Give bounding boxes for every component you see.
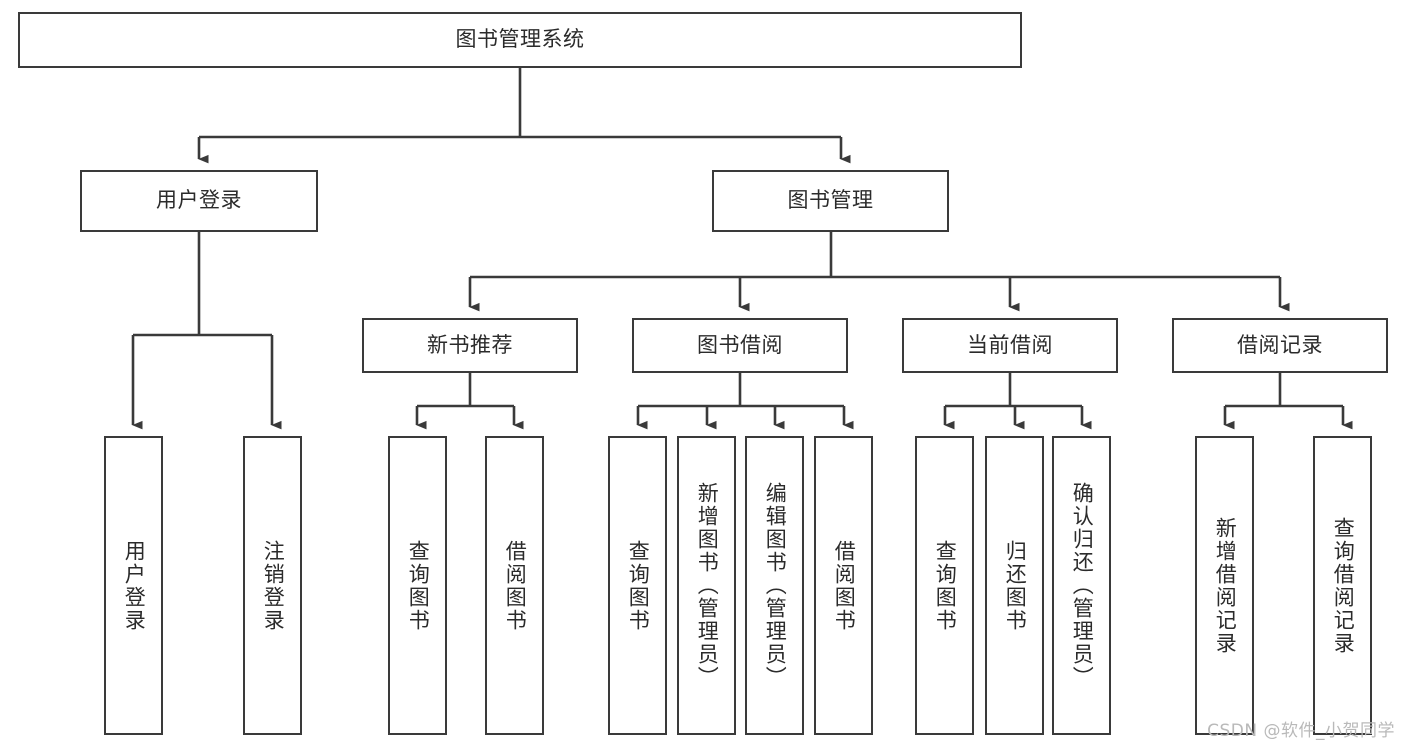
node-label: 当前借阅: [967, 332, 1053, 357]
node-user-login[interactable]: 用户登录: [80, 170, 318, 232]
node-label: 编辑图书（管理员）: [763, 482, 788, 689]
node-label: 借阅记录: [1237, 332, 1323, 357]
node-label: 借阅图书: [503, 539, 528, 632]
node-label: 新书推荐: [427, 332, 513, 357]
leaf-new-book-query-book[interactable]: 查询图书: [388, 436, 447, 735]
node-label: 归还图书: [1003, 539, 1028, 632]
node-label: 用户登录: [122, 539, 147, 632]
node-label: 查询图书: [626, 539, 651, 632]
leaf-book-borrow-query-book[interactable]: 查询图书: [608, 436, 667, 735]
node-label: 图书管理系统: [455, 27, 585, 52]
node-borrowing-record[interactable]: 借阅记录: [1172, 318, 1388, 373]
node-current-borrowing[interactable]: 当前借阅: [902, 318, 1118, 373]
leaf-user-login-logout[interactable]: 注销登录: [243, 436, 302, 735]
node-root-book-management-system[interactable]: 图书管理系统: [18, 12, 1022, 68]
node-label: 新增借阅记录: [1213, 516, 1238, 655]
leaf-current-borrow-confirm-return-admin[interactable]: 确认归还（管理员）: [1052, 436, 1111, 735]
leaf-book-borrow-borrow-book[interactable]: 借阅图书: [814, 436, 873, 735]
leaf-current-borrow-return-book[interactable]: 归还图书: [985, 436, 1044, 735]
leaf-user-login-login[interactable]: 用户登录: [104, 436, 163, 735]
node-label: 图书管理: [787, 188, 874, 213]
node-new-book-recommendation[interactable]: 新书推荐: [362, 318, 578, 373]
leaf-borrow-record-query-record[interactable]: 查询借阅记录: [1313, 436, 1372, 735]
node-label: 用户登录: [156, 188, 242, 213]
node-label: 新增图书（管理员）: [695, 482, 720, 689]
leaf-book-borrow-add-book-admin[interactable]: 新增图书（管理员）: [677, 436, 736, 735]
node-label: 查询借阅记录: [1331, 516, 1356, 655]
csdn-watermark: CSDN @软件_小贺同学: [1207, 721, 1395, 741]
node-label: 查询图书: [933, 539, 958, 632]
node-book-management[interactable]: 图书管理: [712, 170, 949, 232]
node-label: 注销登录: [261, 539, 286, 632]
leaf-book-borrow-edit-book-admin[interactable]: 编辑图书（管理员）: [745, 436, 804, 735]
leaf-new-book-borrow-book[interactable]: 借阅图书: [485, 436, 544, 735]
node-label: 图书借阅: [697, 332, 783, 357]
leaf-current-borrow-query-book[interactable]: 查询图书: [915, 436, 974, 735]
node-book-borrowing[interactable]: 图书借阅: [632, 318, 848, 373]
node-label: 确认归还（管理员）: [1070, 482, 1095, 689]
node-label: 查询图书: [406, 539, 431, 632]
leaf-borrow-record-add-record[interactable]: 新增借阅记录: [1195, 436, 1254, 735]
node-label: 借阅图书: [832, 539, 857, 632]
